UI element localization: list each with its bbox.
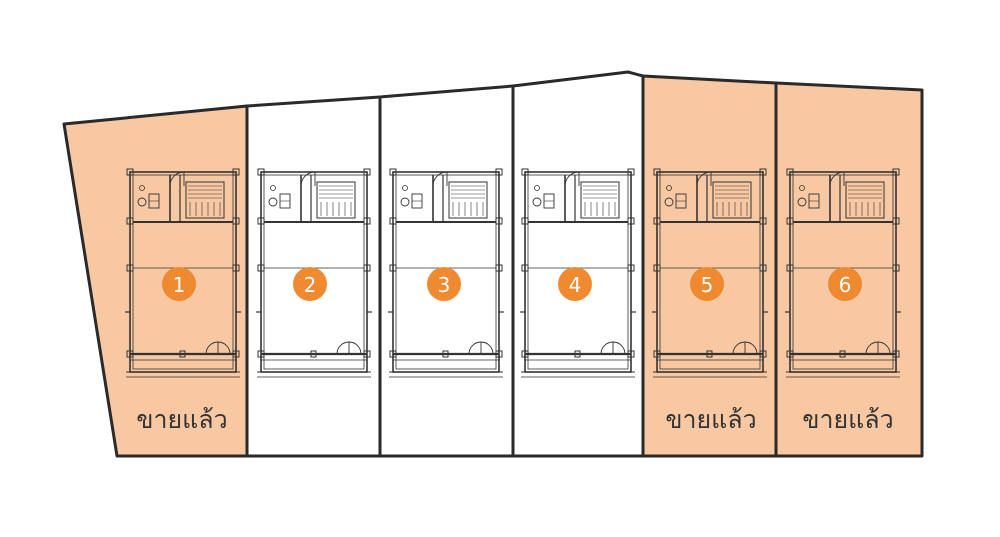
- unit-number-2: 2: [304, 273, 317, 297]
- unit-number-1: 1: [173, 273, 186, 297]
- lot-5[interactable]: [641, 74, 778, 458]
- sold-label-5: ขายแล้ว: [665, 405, 756, 434]
- unit-badge-6: 6: [828, 267, 862, 301]
- unit-number-4: 4: [569, 273, 582, 297]
- unit-number-3: 3: [438, 273, 451, 297]
- unit-badge-3: 3: [427, 267, 461, 301]
- unit-badge-1: 1: [162, 267, 196, 301]
- unit-badge-2: 2: [293, 267, 327, 301]
- unit-number-6: 6: [839, 273, 852, 297]
- unit-badge-5: 5: [690, 267, 724, 301]
- sold-label-6: ขายแล้ว: [802, 405, 893, 434]
- unit-badge-4: 4: [558, 267, 592, 301]
- lot-1[interactable]: [62, 104, 249, 458]
- sold-label-1: ขายแล้ว: [136, 405, 227, 434]
- lot-4[interactable]: [511, 70, 645, 458]
- unit-number-5: 5: [701, 273, 714, 297]
